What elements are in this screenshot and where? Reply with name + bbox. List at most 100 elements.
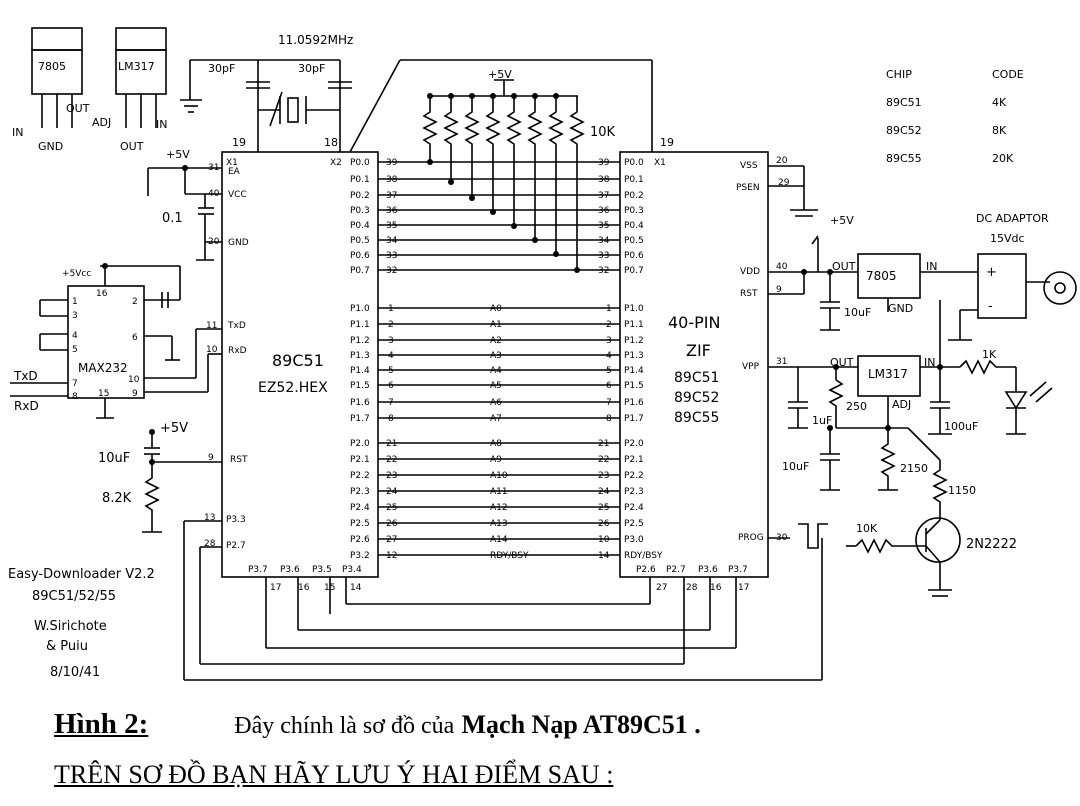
mcu-left-pin: 9 [208,453,214,463]
zif-vss-label: VSS [740,161,758,171]
bus-a-label: A2 [490,336,502,346]
mcu-left-label: GND [228,238,249,248]
zif-p0-pin: 33 [598,251,609,261]
mcu-left-pin: 10 [206,345,218,355]
crystal-cap-right: 30pF [298,62,325,75]
mcu-firmware: EZ52.HEX [258,380,328,396]
bus-a-label: A3 [490,351,502,361]
zif-p1-label: P1.7 [624,414,644,424]
cap-rst-value: 10uF [98,451,130,466]
max232-pin: 2 [132,297,138,307]
zif-p2-pin: 24 [598,487,610,497]
reg-lm317-out: OUT [120,140,144,153]
mcu-p1-pin: 6 [388,381,394,391]
mcu-top-pin: 18 [324,136,338,149]
mcu-p0-label: P0.6 [350,251,370,261]
bus-b-label: RDY/BSY [490,551,529,561]
zif-p0-pin: 37 [598,191,609,201]
lm317-label: LM317 [868,367,908,381]
zif-p1-pin: 4 [606,351,612,361]
bus-b-label: A10 [490,471,508,481]
zif-p1-pin: 6 [606,381,612,391]
bus-a-label: A5 [490,381,502,391]
zif-bottom-pin: 27 [656,583,667,593]
mcu-p0-label: P0.2 [350,191,370,201]
bus-a-label: A1 [490,320,502,330]
mcu-p0-pin: 37 [386,191,397,201]
mcu-bottom-pin: 15 [324,583,335,593]
credit-line: Easy-Downloader V2.2 [8,567,155,582]
zif-bottom-pin: 16 [710,583,722,593]
zif-p0-pin: 34 [598,236,610,246]
mcu-p2-pin: 23 [386,471,397,481]
cap-vdd-value: 10uF [844,306,871,319]
rpack-supply: +5V [488,68,512,81]
credit-line: 8/10/41 [50,665,100,680]
mcu-left-label: P2.7 [226,541,246,551]
res-1k-value: 1K [982,348,997,361]
mcu-p1-pin: 8 [388,414,394,424]
zif-p1-pin: 2 [606,320,612,330]
chip-table-cell: 20K [992,152,1014,165]
lm317-adj-label: ADJ [892,398,911,411]
reg-lm317-tab [115,27,167,51]
dc-adaptor-block [977,253,1027,319]
cap-1u-value: 1uF [812,414,832,427]
mcu-p0-pin: 32 [386,266,397,276]
zif-p0-label: P0.2 [624,191,644,201]
zif-p0-pin: 36 [598,206,610,216]
zif-p0-pin: 32 [598,266,609,276]
zif-p0-label: P0.1 [624,175,644,185]
mcu-p2-pin: 27 [386,535,397,545]
rxd-label: RxD [14,399,39,413]
mcu-bottom-label: P3.6 [280,565,300,575]
reg7805-block [857,253,921,299]
lm317-out-label: OUT [830,356,854,369]
zif-p1-pin: 8 [606,414,612,424]
chip-table-cell: 89C52 [886,124,922,137]
max232-pin: 5 [72,345,78,355]
transistor-2n2222 [915,517,961,563]
zif-p2-label: P2.3 [624,487,644,497]
zif-x1-label: X1 [654,158,666,168]
bus-a-label: A6 [490,398,502,408]
mcu-p1-label: P1.7 [350,414,370,424]
mcu-name: 89C51 [272,351,324,370]
res-2150-value: 2150 [900,462,928,475]
zif-vpp-label: VPP [742,362,760,372]
zif-p2-pin: 10 [598,535,610,545]
zif-p2-label: P2.2 [624,471,644,481]
mcu-p2-label: P2.1 [350,455,370,465]
zif-p1-label: P1.1 [624,320,644,330]
mcu-p2-pin: 26 [386,519,398,529]
mcu-p1-label: P1.0 [350,304,370,314]
res-250-value: 250 [846,400,867,413]
mcu-left-pin: 20 [208,237,220,247]
mcu-p2-label: P2.2 [350,471,370,481]
zif-chip: 89C55 [674,410,719,426]
max232-pin: 3 [72,311,78,321]
zif-vdd-label: VDD [740,267,760,277]
mcu-p2-pin: 21 [386,439,397,449]
zif-p1-label: P1.6 [624,398,644,408]
credit-line: W.Sirichote [34,619,107,634]
zif-p0-label: P0.4 [624,221,644,231]
mcu-p2-label: P2.4 [350,503,370,513]
zif-p2-pin: 25 [598,503,609,513]
max232-pin: 7 [72,379,78,389]
lm317-in-label: IN [924,356,935,369]
max232-body [67,285,145,399]
txd-label: TxD [13,369,38,383]
mcu-bottom-label: P3.7 [248,565,268,575]
mcu-p0-label: P0.3 [350,206,370,216]
zif-bottom-pin: 17 [738,583,749,593]
mcu-p1-pin: 1 [388,304,394,314]
zif-bottom-label: P2.7 [666,565,686,575]
zif-vss-pin: 20 [776,156,788,166]
zif-p1-label: P1.5 [624,381,644,391]
dc-adaptor-label: DC ADAPTOR [976,212,1049,225]
bus-b-label: A13 [490,519,508,529]
zif-p2-label: RDY/BSY [624,551,663,561]
zif-p2-label: P2.5 [624,519,644,529]
